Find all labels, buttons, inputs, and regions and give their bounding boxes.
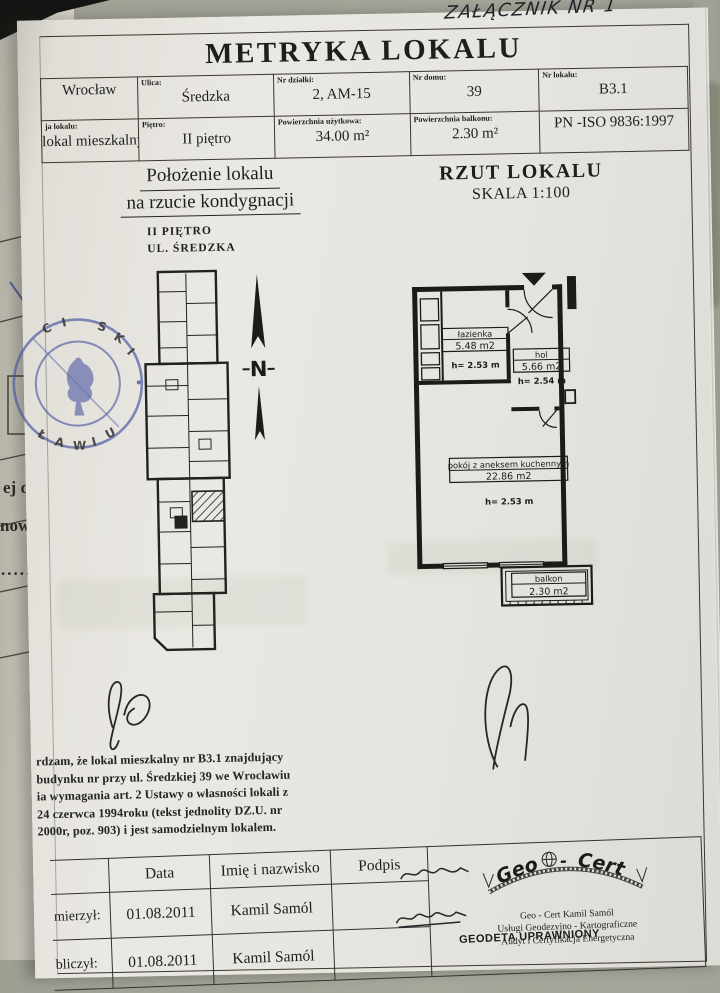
name-value: Kamil Samól bbox=[211, 884, 333, 934]
floor-label: II PIĘTRO bbox=[147, 223, 236, 242]
document-sheet: ZAŁĄCZNIK NR 1 METRYKA LOKALU Wrocław Ul… bbox=[17, 7, 720, 978]
stamp-letter: C bbox=[40, 320, 55, 337]
floor-value: II piętro bbox=[139, 130, 274, 150]
row-label-calculated: bliczył: bbox=[53, 938, 113, 990]
floor-street-label: II PIĘTRO UL. ŚREDZKA bbox=[147, 223, 236, 259]
room-name: balkon bbox=[535, 573, 563, 584]
stamp-letter: S bbox=[96, 319, 108, 335]
north-label: N bbox=[250, 357, 268, 381]
stamp-letter: K bbox=[111, 330, 127, 347]
room-area: 5.48 m2 bbox=[455, 341, 495, 353]
cell-label: Nr działki: bbox=[274, 72, 409, 85]
room-area: 2.30 m2 bbox=[529, 586, 569, 598]
cell-label: Nr lokalu: bbox=[539, 67, 687, 80]
balcony-area-value: 2.30 m² bbox=[411, 125, 540, 144]
stamp-letter: U bbox=[103, 425, 118, 442]
cell-label: ja lokalu: bbox=[42, 119, 138, 131]
plot-number-value: 2, AM-15 bbox=[274, 85, 409, 105]
room-area: 22.86 m2 bbox=[486, 471, 532, 483]
signature-table: Data Imię i nazwisko Podpis Geo bbox=[50, 836, 706, 991]
street-value: Średzka bbox=[138, 88, 273, 108]
city-value: Wrocław bbox=[41, 81, 137, 100]
svg-text:Geo: Geo bbox=[492, 852, 541, 889]
globe-icon bbox=[542, 852, 557, 867]
cell-label: Powierzchnia użytkowa: bbox=[275, 114, 410, 127]
stamp-emblem bbox=[66, 357, 94, 416]
cell-label: Nr domu: bbox=[410, 70, 539, 82]
handwritten-initials-right bbox=[457, 655, 567, 785]
room-area: 5.66 m2 bbox=[522, 361, 562, 373]
signature-scribble bbox=[394, 905, 473, 932]
plan-section-heading: RZUT LOKALU SKALA 1:100 bbox=[386, 158, 657, 205]
unit-location-hatch bbox=[192, 491, 225, 522]
handwritten-attachment-note: ZAŁĄCZNIK NR 1 bbox=[443, 0, 695, 24]
unit-function-value: lokal mieszkalny bbox=[42, 132, 138, 151]
cell-label: Piętro: bbox=[139, 117, 274, 130]
stamp-letter: I bbox=[60, 315, 68, 330]
logo-text-dash: - bbox=[560, 851, 568, 870]
room-height: h= 2.54 m bbox=[518, 375, 567, 386]
room-name: łazienka bbox=[458, 329, 493, 340]
statement-paragraph: rdzam, że lokal mieszkalny nr B3.1 znajd… bbox=[36, 748, 338, 842]
signature-scribble bbox=[398, 863, 471, 886]
official-round-stamp: C I S K I Ł A W I U bbox=[4, 302, 161, 469]
signature-table-section: Data Imię i nazwisko Podpis Geo bbox=[50, 836, 714, 992]
cell-label: Ulica: bbox=[138, 75, 273, 88]
property-info-table: Wrocław Ulica:Średzka Nr działki:2, AM-1… bbox=[40, 66, 690, 163]
north-arrow-icon: N bbox=[240, 272, 277, 443]
svg-text:Cert: Cert bbox=[576, 847, 629, 883]
stamp-letter: W bbox=[73, 438, 87, 452]
cell-label bbox=[41, 77, 137, 80]
entrance-marker-icon bbox=[522, 273, 546, 286]
column-header-date: Data bbox=[108, 855, 210, 893]
street-label: UL. ŚREDZKA bbox=[147, 240, 236, 259]
handwritten-initials-left bbox=[89, 665, 201, 759]
location-section-heading: Położenie lokalu na rzucie kondygnacji bbox=[68, 160, 353, 219]
column-header-name: Imię i nazwisko bbox=[209, 850, 331, 888]
room-height: h= 2.53 m bbox=[451, 359, 500, 370]
row-label-measured: mierzył: bbox=[51, 892, 111, 940]
logo-text-cert: Cert bbox=[576, 847, 629, 883]
heading-line: na rzucie kondygnacji bbox=[120, 188, 300, 218]
house-number-value: 39 bbox=[410, 83, 539, 102]
cell-label: Powierzchnia balkonu: bbox=[411, 112, 540, 124]
name-value: Kamil Samól bbox=[212, 930, 334, 984]
room-name: hol bbox=[535, 350, 548, 360]
heading-line: Położenie lokalu bbox=[140, 162, 280, 191]
room-height: h= 2.53 m bbox=[485, 496, 534, 507]
svg-text:-: - bbox=[560, 851, 568, 870]
date-value: 01.08.2011 bbox=[110, 889, 213, 939]
unit-number-value: B3.1 bbox=[539, 80, 687, 100]
usable-area-value: 34.00 m² bbox=[275, 127, 410, 147]
norm-value: PN -ISO 9836:1997 bbox=[540, 113, 688, 133]
stamp-letter: A bbox=[53, 434, 66, 450]
apartment-floor-plan: łazienka 5.48 m2 h= 2.53 m hol 5.66 m2 h… bbox=[394, 269, 625, 633]
logo-text-geo: Geo bbox=[492, 852, 541, 889]
date-value: 01.08.2011 bbox=[111, 935, 214, 989]
